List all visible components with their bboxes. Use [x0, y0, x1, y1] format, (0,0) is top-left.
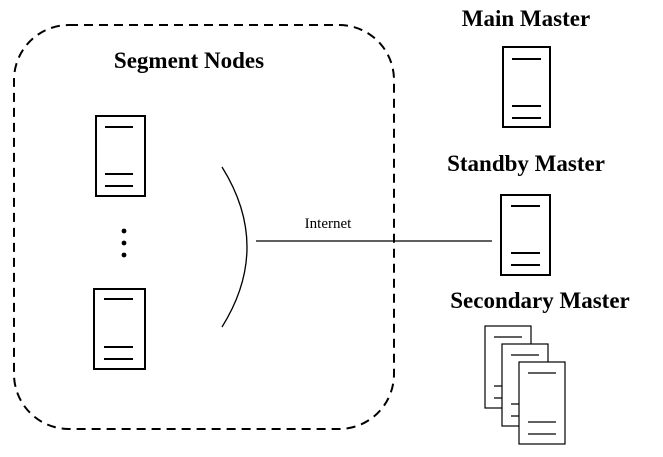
secondary-master-title: Secondary Master: [450, 288, 630, 313]
segment-server-top: [95, 115, 146, 197]
main-master-server: [502, 46, 551, 128]
secondary-server-3: [518, 361, 566, 445]
secondary-master-server-stack: [484, 325, 566, 445]
segment-nodes-title: Segment Nodes: [114, 48, 264, 73]
standby-master-server: [500, 194, 551, 276]
ellipsis-dots: [121, 228, 127, 258]
standby-master-title: Standby Master: [447, 151, 605, 176]
segment-server-bottom: [93, 288, 146, 370]
internet-label: Internet: [305, 216, 352, 232]
network-bracket-arc: [221, 166, 248, 328]
main-master-title: Main Master: [462, 6, 590, 31]
segment-group-boundary: [13, 24, 395, 430]
